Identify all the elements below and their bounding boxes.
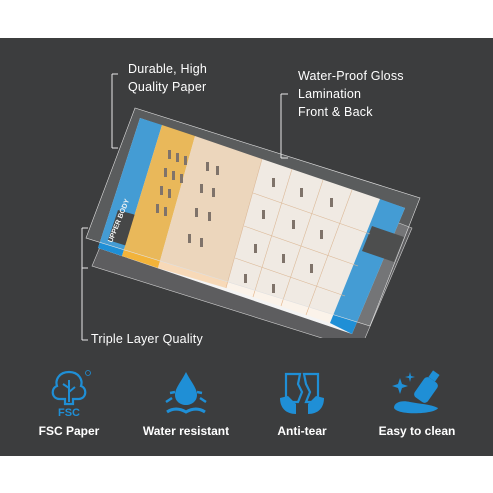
gloss-callout-line3: Front & Back	[298, 105, 373, 119]
gloss-callout-line1: Water-Proof Gloss	[298, 69, 404, 83]
paper-callout: Durable, High Quality Paper	[128, 60, 207, 96]
poster-blue-band	[98, 118, 162, 256]
feature-label: Easy to clean	[378, 424, 456, 438]
poster-white-panel	[226, 159, 380, 323]
front-lamination-layer	[85, 107, 421, 327]
feature-label: Anti-tear	[277, 424, 327, 438]
poster-layers-illustration: UPPER BODY	[85, 107, 421, 338]
gloss-callout-line2: Lamination	[298, 87, 362, 101]
callout-leader-lines	[81, 73, 288, 341]
triple-layer-callout: Triple Layer Quality	[91, 330, 203, 348]
torn-paper-hands-icon	[280, 372, 324, 414]
paper-callout-line1: Durable, High	[128, 62, 208, 76]
exercise-grid	[225, 158, 371, 316]
feature-easy-to-clean: Easy to clean	[362, 368, 472, 438]
poster-corner-box	[362, 226, 404, 262]
water-drop-icon	[165, 372, 207, 414]
feature-fsc-paper: FSC FSC Paper	[14, 368, 124, 438]
fsc-icon-text: FSC	[58, 407, 80, 418]
spray-bottle-icon	[392, 370, 440, 414]
feature-water-resistant: Water resistant	[131, 368, 241, 438]
paper-callout-line2: Quality Paper	[128, 80, 207, 94]
feature-label: Water resistant	[142, 424, 230, 438]
exercise-figures	[156, 150, 333, 293]
feature-anti-tear: Anti-tear	[247, 368, 357, 438]
fsc-tree-icon: FSC	[51, 370, 91, 418]
dark-panel: UPPER BODY	[0, 38, 493, 456]
triple-layer-callout-line1: Triple Layer Quality	[91, 332, 203, 346]
gloss-callout: Water-Proof Gloss Lamination Front & Bac…	[298, 67, 404, 121]
feature-label: FSC Paper	[38, 424, 100, 438]
